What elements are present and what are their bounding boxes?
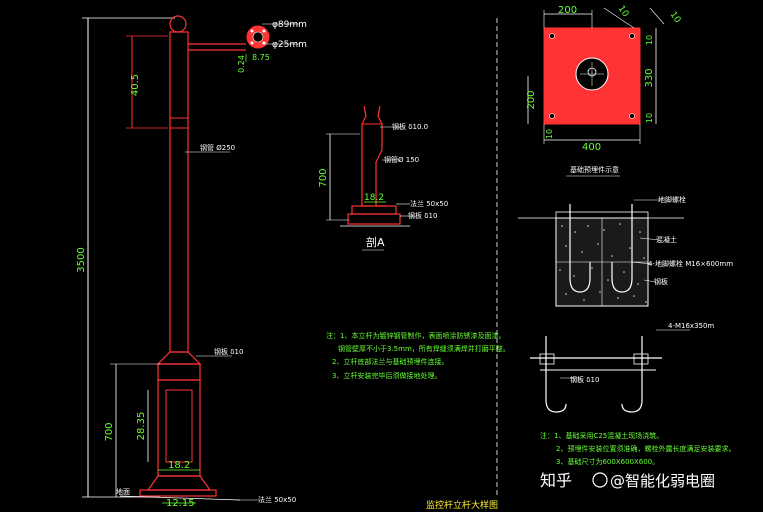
foundation-section: 基础预埋件示意 地脚螺栓 混凝土 4-地脚螺栓 M16×600mm 钢板 <box>518 165 733 307</box>
label-section-flange: 法兰 50x50 <box>410 199 448 208</box>
dim-base-width: 12.15 <box>166 498 195 509</box>
dim-base-height: 700 <box>104 422 115 441</box>
foundation-title: 基础预埋件示意 <box>570 165 619 174</box>
dim-section-width: 18.2 <box>364 193 384 203</box>
dim-arm-gap-1: 0.24 <box>237 55 246 73</box>
label-flange: 法兰 50x50 <box>258 495 296 504</box>
foundation-label-3: 4-地脚螺栓 M16×600mm <box>648 259 733 268</box>
label-section-title: 剖A <box>366 235 385 249</box>
watermark-author: @智能化弱电圈 <box>610 472 715 490</box>
watermark-site: 知乎 <box>540 471 572 490</box>
watermark-logo-icon <box>592 472 608 488</box>
label-section-top: 钢板 δ10.0 <box>392 122 428 131</box>
note2-3: 3、基础尺寸为600X600X600。 <box>556 457 659 466</box>
concrete-texture <box>559 223 647 303</box>
section-a: 700 钢板 δ10.0 钢管Ø 150 18.2 法兰 50x50 钢板 δ1… <box>318 105 448 251</box>
label-pole-mid: 钢管 Ø250 <box>200 143 235 152</box>
note1-3: 3、立杆安装完毕后须做接地处理。 <box>332 371 441 380</box>
dim-plate-left: 200 <box>526 90 537 109</box>
watermark: 知乎 @智能化弱电圈 <box>540 471 715 490</box>
dim-plate-right-mid: 330 <box>644 68 655 87</box>
dim-total-height: 3500 <box>76 247 87 272</box>
base-plate-plan: 200 400 200 10 10 330 10 10 10 <box>526 4 682 153</box>
foundation-label-2: 混凝土 <box>656 235 677 244</box>
dim-arm-height: 40.5 <box>130 74 141 96</box>
pole-shaft <box>169 31 189 353</box>
dim-arm-gap-2: 8.75 <box>252 53 270 62</box>
dim-plate-left-bottom: 10 <box>545 129 554 139</box>
note1-2: 2、立杆底部法兰与基础预埋件连接。 <box>332 357 448 366</box>
dim-plate-right-top: 10 <box>645 35 654 45</box>
label-bolt: 4-M16x350m <box>668 322 714 330</box>
note1-1b: 钢管壁厚不小于3.5mm，所有焊缝须满焊并打磨平整。 <box>338 344 510 353</box>
note2-2: 2、预埋件安装位置须准确，螺栓外露长度满足安装要求。 <box>556 444 735 453</box>
pole-cap <box>169 15 187 33</box>
note2-1: 注：1、基础采用C25混凝土现场浇筑。 <box>540 431 663 440</box>
label-dia-large: φ89mm <box>272 20 307 30</box>
foundation-label-4: 钢板 <box>654 277 668 286</box>
dim-plate-right-bottom: 10 <box>645 113 654 123</box>
notes-2: 注：1、基础采用C25混凝土现场浇筑。 2、预埋件安装位置须准确，螺栓外露长度满… <box>540 431 735 466</box>
label-bolt-plate: 钢板 δ10 <box>570 375 599 384</box>
footer-title: 监控杆立杆大样图 <box>426 499 498 511</box>
label-section-mid: 钢管Ø 150 <box>384 155 419 164</box>
label-pole-ring: 钢板 δ10 <box>214 347 243 356</box>
foundation-label-1: 地脚螺栓 <box>658 195 686 204</box>
dim-section-height: 700 <box>318 168 329 187</box>
dim-door-height: 28.35 <box>136 412 147 441</box>
label-dia-small: φ25mm <box>272 40 307 50</box>
dim-plate-top: 200 <box>558 5 577 16</box>
dim-plate-corner-b: 10 <box>668 10 683 25</box>
label-section-plate: 钢板 δ10 <box>408 211 437 220</box>
notes-1: 注：1、本立杆为镀锌钢管制作，表面喷涂防锈漆及面漆。 钢管壁厚不小于3.5mm，… <box>326 331 510 380</box>
note1-1: 注：1、本立杆为镀锌钢管制作，表面喷涂防锈漆及面漆。 <box>326 331 505 340</box>
dim-pole-width: 18.2 <box>168 460 190 471</box>
pole-elevation: 3500 40.5 φ89mm φ25mm 0.24 8.75 钢管 Ø250 <box>76 15 307 509</box>
label-ground: 地面 <box>116 487 130 496</box>
dim-plate-bottom: 400 <box>582 142 601 153</box>
bolt-assembly: 4-M16x350m 钢板 δ10 <box>530 322 714 413</box>
